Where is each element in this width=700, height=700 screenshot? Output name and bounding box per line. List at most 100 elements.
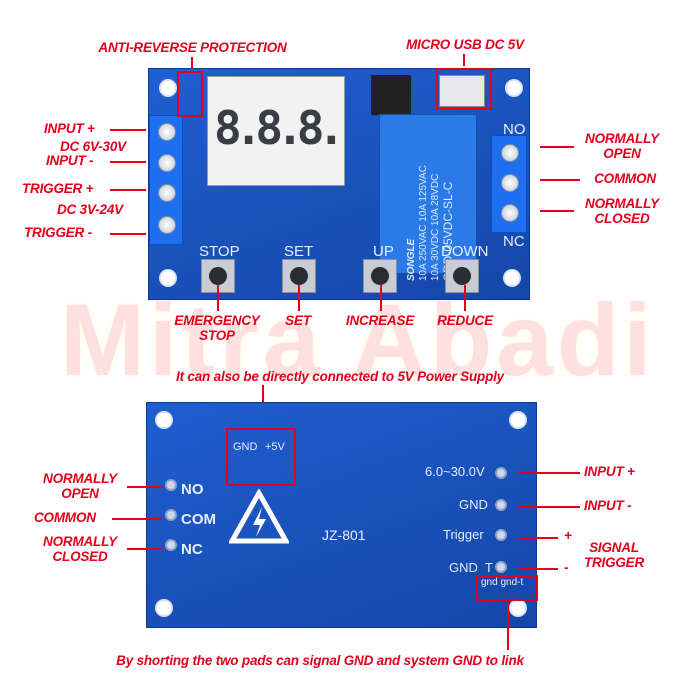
callout-input-plus: INPUT +	[584, 464, 635, 479]
led-display: 8.8.8.	[207, 76, 345, 186]
silk-up: UP	[373, 243, 394, 260]
arrow	[127, 486, 163, 488]
line: NORMALLY	[43, 534, 117, 549]
arrow	[540, 146, 574, 148]
arrow	[110, 161, 146, 163]
line: NORMALLY	[43, 471, 117, 486]
callout-plus: +	[564, 528, 572, 543]
gnd-pad-highlight	[476, 575, 538, 601]
arrow	[110, 233, 146, 235]
silk-stop: STOP	[199, 243, 240, 260]
arrow	[507, 602, 509, 650]
mount-hole	[159, 79, 177, 97]
callout-anti-reverse: ANTI-REVERSE PROTECTION	[98, 40, 287, 55]
callout-power-note: It can also be directly connected to 5V …	[176, 369, 504, 384]
silk-no: NO	[181, 481, 204, 498]
screw	[158, 154, 176, 172]
line: CLOSED	[594, 211, 650, 226]
arrow	[518, 537, 558, 539]
arrow	[463, 54, 465, 66]
line: NORMALLY	[585, 131, 659, 146]
screw	[501, 174, 519, 192]
silk-vin: 6.0~30.0V	[425, 464, 485, 479]
pad	[495, 467, 507, 479]
screw	[158, 123, 176, 141]
line: NORMALLY	[585, 196, 659, 211]
relay-rating: 10A 250VAC 10A 125VAC	[418, 165, 429, 281]
arrow	[298, 285, 300, 311]
front-board: 8.8.8. SONGLE 10A 250VAC 10A 125VAC 10A …	[148, 68, 530, 300]
mount-hole	[503, 269, 521, 287]
screw	[158, 216, 176, 234]
callout-common: COMMON	[34, 510, 96, 525]
callout-input-minus: INPUT -	[584, 498, 632, 513]
down-button[interactable]	[445, 259, 479, 293]
screw	[501, 204, 519, 222]
mount-hole	[505, 79, 523, 97]
silk-5v: +5V	[265, 441, 285, 453]
arrow	[518, 506, 580, 508]
screw	[158, 184, 176, 202]
arrow	[518, 568, 558, 570]
diode-highlight	[177, 71, 203, 117]
callout-input-minus: INPUT -	[46, 153, 94, 168]
arrow	[262, 385, 264, 409]
arrow	[127, 548, 163, 550]
arrow	[112, 518, 162, 520]
pad	[165, 479, 177, 491]
silk-pads: gnd gnd-t	[481, 577, 524, 588]
relay-terminal-block	[491, 135, 527, 233]
watermark: Mitra Abadi	[60, 283, 656, 397]
line: SIGNAL	[589, 540, 639, 555]
arrow	[380, 285, 382, 311]
regulator	[371, 75, 411, 115]
pad	[495, 561, 507, 573]
arrow	[540, 179, 580, 181]
input-terminal-block	[149, 115, 183, 245]
high-voltage-warning-icon	[229, 489, 289, 544]
mount-hole	[159, 269, 177, 287]
callout-trigger-minus: TRIGGER -	[24, 225, 92, 240]
line: EMERGENCY	[174, 313, 260, 328]
pad	[495, 529, 507, 541]
callout-dc-trigger: DC 3V-24V	[57, 202, 123, 217]
silk-set: SET	[284, 243, 314, 260]
silk-down: DOWN	[441, 243, 489, 260]
silk-nc: NC	[503, 233, 525, 250]
mount-hole	[509, 599, 527, 617]
line: STOP	[199, 328, 235, 343]
silk-gnd: GND	[233, 441, 258, 453]
callout-minus: -	[564, 560, 569, 575]
pad	[165, 539, 177, 551]
callout-increase: INCREASE	[345, 313, 415, 328]
callout-reduce: REDUCE	[437, 313, 493, 328]
arrow	[191, 57, 193, 69]
silk-com: COM	[181, 511, 216, 528]
arrow	[110, 189, 146, 191]
pad	[165, 509, 177, 521]
arrow	[217, 285, 219, 311]
usb-port	[439, 75, 485, 107]
line: TRIGGER	[583, 555, 645, 570]
callout-trigger-plus: TRIGGER +	[22, 181, 94, 196]
silk-no: NO	[503, 121, 526, 138]
arrow	[540, 210, 574, 212]
callout-dc-input: DC 6V-30V	[60, 139, 126, 154]
silk-model: JZ-801	[322, 527, 366, 543]
silk-gnd: GND	[459, 497, 488, 512]
arrow	[464, 285, 466, 311]
silk-trigger: Trigger	[443, 527, 484, 542]
pad	[495, 499, 507, 511]
power-pad-highlight	[226, 428, 296, 486]
callout-set: SET	[285, 313, 311, 328]
relay-brand: SONGLE	[406, 238, 417, 281]
mount-hole	[155, 599, 173, 617]
arrow	[518, 472, 580, 474]
relay: SONGLE 10A 250VAC 10A 125VAC 10A 30VDC 1…	[379, 114, 477, 281]
